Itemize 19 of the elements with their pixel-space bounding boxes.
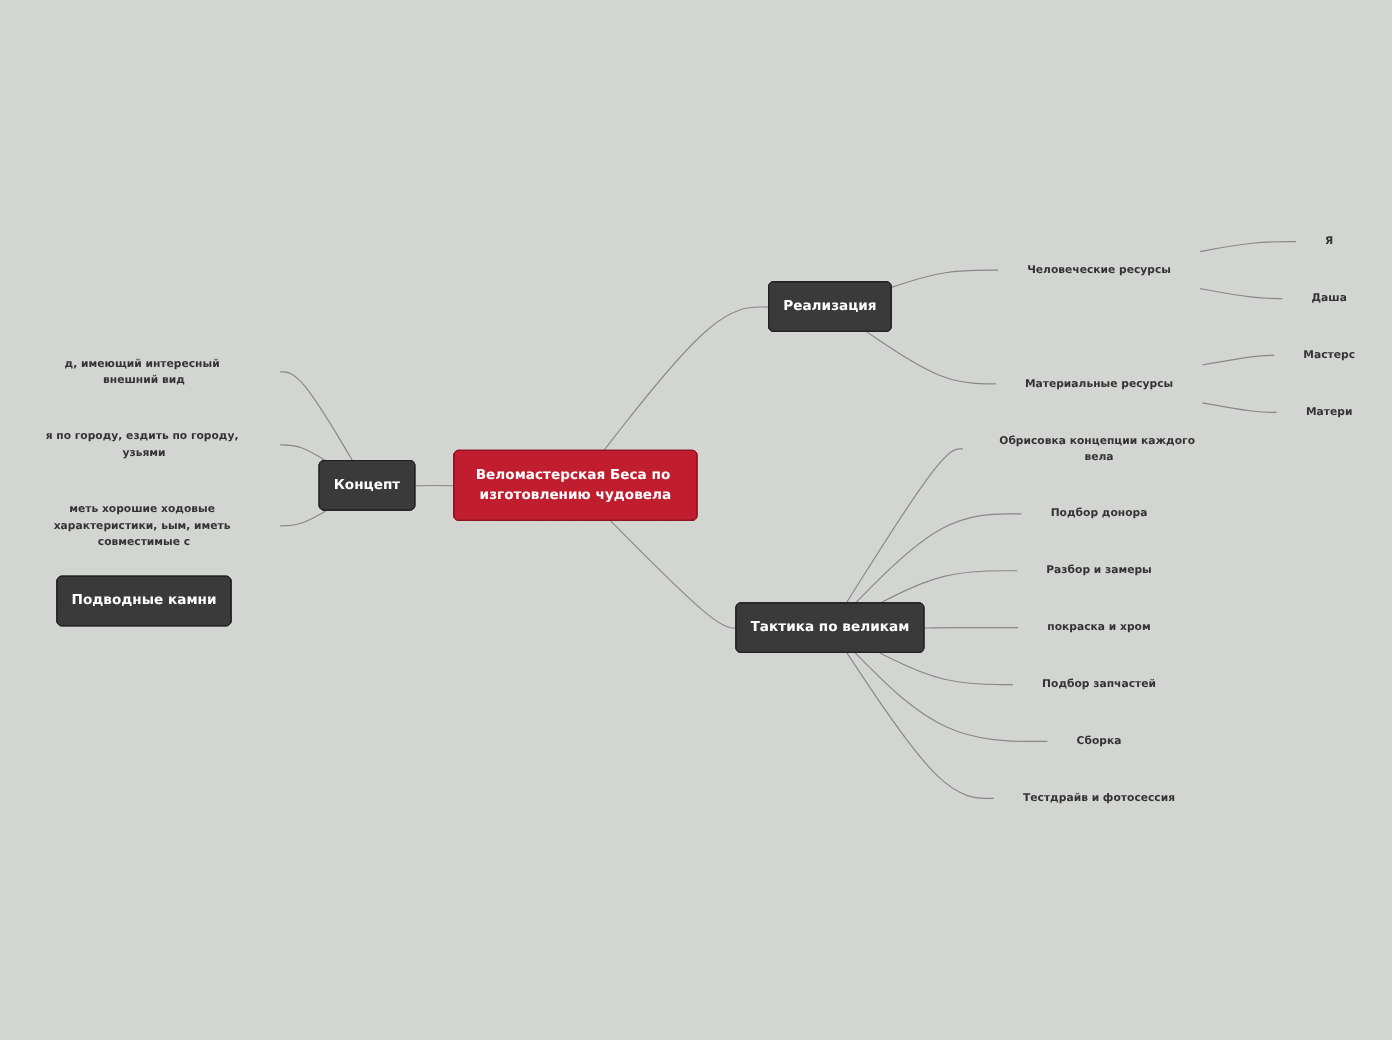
connector bbox=[1201, 354, 1275, 366]
connector bbox=[602, 306, 770, 452]
connector bbox=[279, 510, 327, 527]
connector bbox=[879, 652, 1014, 686]
connector bbox=[1199, 287, 1283, 300]
connector bbox=[866, 331, 997, 385]
connector bbox=[854, 513, 1023, 604]
connector bbox=[279, 371, 354, 462]
connector bbox=[1199, 241, 1297, 253]
connector bbox=[846, 652, 995, 799]
connector bbox=[923, 627, 1019, 629]
connector bbox=[1201, 402, 1278, 413]
connector bbox=[279, 444, 327, 462]
connector bbox=[414, 484, 455, 487]
connector bbox=[854, 652, 1048, 743]
connector bbox=[845, 448, 964, 604]
connector bbox=[879, 570, 1018, 604]
connector bbox=[610, 520, 737, 629]
connector bbox=[891, 269, 999, 288]
